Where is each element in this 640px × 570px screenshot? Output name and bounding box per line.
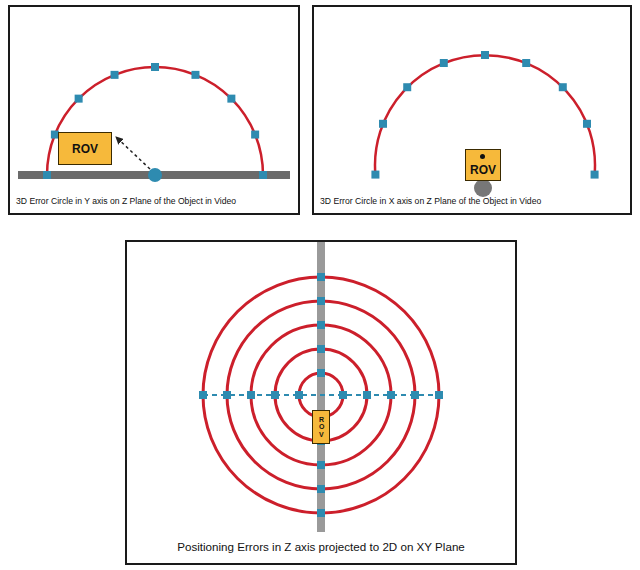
marker-square xyxy=(339,391,347,399)
marker-square xyxy=(227,95,235,103)
marker-square xyxy=(317,509,325,517)
marker-square xyxy=(363,391,371,399)
axis-bar xyxy=(317,242,325,532)
marker-square xyxy=(75,95,83,103)
object-circle xyxy=(474,179,492,197)
marker-square xyxy=(111,71,119,79)
marker-square xyxy=(435,391,443,399)
object-dot xyxy=(148,168,162,182)
error-arc xyxy=(47,67,263,175)
marker-square xyxy=(223,391,231,399)
marker-square xyxy=(317,321,325,329)
marker-square xyxy=(522,59,530,67)
marker-square xyxy=(317,485,325,493)
panel-caption: 3D Error Circle in X axis on Z Plane of … xyxy=(314,196,630,213)
panel-caption: Positioning Errors in Z axis projected t… xyxy=(127,540,515,563)
marker-square xyxy=(583,120,591,128)
marker-square xyxy=(317,345,325,353)
dashed-axis xyxy=(203,394,439,396)
marker-square xyxy=(379,120,387,128)
rov-box: ROV xyxy=(312,410,330,444)
marker-square xyxy=(151,63,159,71)
diagram-panel: ROV 3D Error Circle in Y axis on Z Plane … xyxy=(8,5,300,215)
rov-label: ROV xyxy=(319,416,323,438)
marker-square xyxy=(481,51,489,59)
marker-square xyxy=(271,391,279,399)
marker-square xyxy=(199,391,207,399)
rov-box: ROV xyxy=(465,149,501,181)
marker-square xyxy=(403,83,411,91)
error-rings xyxy=(203,277,439,513)
marker-square xyxy=(591,171,599,179)
marker-square xyxy=(371,171,379,179)
rov-label: ROV xyxy=(72,142,98,156)
marker-square xyxy=(43,171,51,179)
marker-square xyxy=(191,71,199,79)
marker-square xyxy=(317,297,325,305)
dotted-arrow xyxy=(116,137,150,169)
diagram-panel: ROV Positioning Errors in Z axis projecte… xyxy=(125,240,517,565)
marker-square xyxy=(317,273,325,281)
rov-box: ROV xyxy=(58,132,112,165)
marker-square xyxy=(317,461,325,469)
panel-caption: 3D Error Circle in Y axis on Z Plane of … xyxy=(10,196,298,213)
marker-square xyxy=(295,391,303,399)
marker-square xyxy=(247,391,255,399)
diagram-panel: ROV 3D Error Circle in X axis on Z Plane … xyxy=(312,5,632,215)
marker-square xyxy=(387,391,395,399)
marker-square xyxy=(411,391,419,399)
marker-square xyxy=(559,83,567,91)
marker-square xyxy=(440,59,448,67)
marker-square xyxy=(317,369,325,377)
marker-square xyxy=(259,171,267,179)
sensor-dot xyxy=(480,154,485,159)
marker-square xyxy=(251,131,259,139)
error-arc xyxy=(375,55,595,174)
rov-label: ROV xyxy=(470,163,496,177)
